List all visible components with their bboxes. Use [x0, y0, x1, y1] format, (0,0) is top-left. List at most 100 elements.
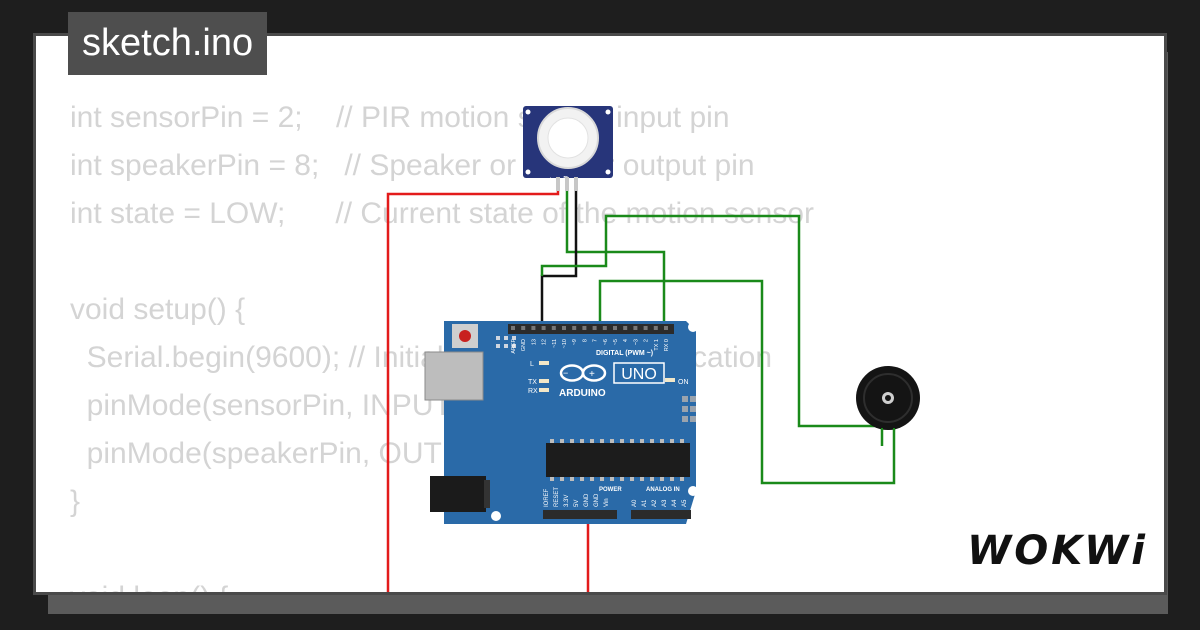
chip-pin — [630, 477, 634, 481]
header-pin[interactable] — [511, 326, 515, 330]
wire-gnd-buzzer — [540, 214, 884, 446]
code-line: } — [70, 485, 81, 518]
power-header[interactable] — [543, 510, 617, 519]
chip-pin — [590, 439, 594, 443]
chip-pin — [560, 439, 564, 443]
pin-label: 13 — [531, 339, 537, 345]
chip-pin — [580, 439, 584, 443]
header-pin[interactable] — [521, 326, 526, 330]
pin-label: A5 — [682, 499, 688, 507]
svg-text:−: − — [563, 368, 568, 378]
svg-text:+: + — [589, 369, 595, 380]
wire-gnd — [540, 177, 578, 325]
pin-label: A0 — [632, 499, 638, 507]
pin-label: AREF — [511, 338, 517, 353]
header-pin[interactable] — [541, 326, 546, 330]
chip-pin — [680, 439, 684, 443]
chip-pin — [580, 477, 584, 481]
pin-label: GND — [521, 339, 527, 351]
chip-pin — [550, 439, 554, 443]
pin-label: A1 — [642, 499, 648, 507]
pin-label: IOREF — [544, 488, 550, 507]
atmega-chip — [546, 443, 690, 477]
analog-header-label: ANALOG IN — [646, 487, 680, 493]
code-line: void setup() { — [70, 293, 246, 326]
header-pin[interactable] — [531, 326, 536, 330]
svg-text:L: L — [530, 361, 534, 368]
chip-pin — [600, 477, 604, 481]
arduino-uno-board[interactable]: AREF GND 13 12 ~11 ~10 ~9 8 7 ~6 ~5 4 ~3 2 TX 1 RX 0 DI… — [424, 321, 698, 524]
pin-label: 4 — [623, 339, 629, 342]
power-header-label: POWER — [599, 487, 622, 493]
code-line: int state = LOW; // Current state of the… — [70, 197, 814, 230]
analog-header[interactable] — [631, 510, 691, 519]
pir-sensor[interactable]: + D − — [523, 106, 613, 191]
chip-pin — [610, 477, 614, 481]
header-pin[interactable] — [551, 326, 556, 330]
header-pin[interactable] — [664, 326, 668, 330]
digital-header-label: DIGITAL (PWM ~) — [596, 350, 653, 357]
header-pin[interactable] — [592, 326, 597, 330]
chip-pin — [680, 477, 684, 481]
pin-label: GND — [594, 493, 600, 507]
status-leds: L TX RX ON — [528, 361, 689, 395]
pin-label: 5V — [574, 500, 580, 507]
code-line: void loop() { — [70, 574, 814, 592]
chip-pin — [610, 439, 614, 443]
pin-label: ~9 — [572, 339, 578, 345]
pin-label: RESET — [554, 487, 560, 507]
pin-label: ~5 — [613, 339, 619, 345]
svg-text:ARDUINO: ARDUINO — [559, 388, 606, 399]
preview-card: int sensorPin = 2; // PIR motion sensor … — [33, 33, 1167, 595]
header-pin[interactable] — [633, 326, 638, 330]
dc-power-jack — [430, 476, 486, 512]
pin-label: 3.3V — [564, 495, 570, 507]
header-pin[interactable] — [562, 326, 566, 330]
pin-label: A4 — [672, 499, 678, 507]
header-pin[interactable] — [572, 326, 577, 330]
chip-pin — [570, 477, 574, 481]
chip-pin — [650, 439, 654, 443]
svg-text:ON: ON — [678, 379, 689, 386]
header-pin[interactable] — [602, 326, 607, 330]
chip-pin — [650, 477, 654, 481]
header-pin[interactable] — [623, 326, 628, 330]
wire-speaker — [598, 279, 896, 485]
chip-pin — [590, 477, 594, 481]
pin-label: ~10 — [562, 339, 568, 348]
file-tab[interactable]: sketch.ino — [68, 12, 268, 75]
chip-pin — [620, 477, 624, 481]
pin-label: ~3 — [633, 339, 639, 345]
pin-label: 2 — [644, 339, 650, 342]
chip-pin — [660, 439, 664, 443]
chip-pin — [670, 477, 674, 481]
pin-label: 7 — [593, 339, 599, 342]
pin-label: ~11 — [552, 339, 558, 348]
pin-label: GND — [584, 493, 590, 507]
digital-header[interactable] — [508, 324, 674, 334]
pin-label: TX 1 — [654, 339, 660, 351]
header-pin[interactable] — [653, 326, 658, 330]
usb-port — [424, 351, 484, 401]
svg-text:UNO: UNO — [621, 366, 657, 383]
chip-pin — [600, 439, 604, 443]
circuit-diagram: + D − AREF GND 13 12 ~11 ~10 ~9 8 7 ~6 ~5 4 ~3 2 TX 1 R… — [386, 106, 920, 592]
svg-text:RX: RX — [528, 388, 538, 395]
chip-pin — [640, 477, 644, 481]
header-pin[interactable] — [582, 326, 587, 330]
pin-label: 8 — [582, 339, 588, 342]
pin-label: RX 0 — [664, 339, 670, 351]
pin-label: 12 — [542, 339, 548, 345]
chip-pin — [630, 439, 634, 443]
buzzer[interactable] — [856, 366, 920, 442]
chip-pin — [560, 477, 564, 481]
chip-pin — [640, 439, 644, 443]
svg-text:TX: TX — [528, 379, 537, 386]
pin-label: Vin — [604, 498, 610, 507]
header-pin[interactable] — [613, 326, 617, 330]
pin-label: ~6 — [603, 339, 609, 345]
chip-pin — [660, 477, 664, 481]
header-pin[interactable] — [643, 326, 648, 330]
pin-label: A3 — [662, 499, 668, 507]
wokwi-logo: WOKWi — [967, 528, 1148, 574]
